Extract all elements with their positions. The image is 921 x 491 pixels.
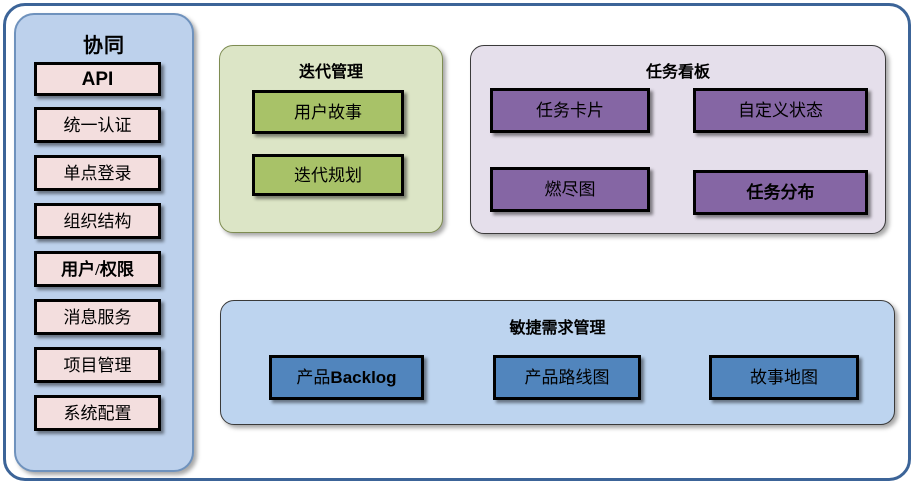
node-iteration-planning-label: 迭代规划	[294, 165, 362, 185]
node-product-roadmap-label: 产品路线图	[524, 368, 610, 387]
panel-collaboration-title: 协同	[83, 35, 125, 57]
node-task-card[interactable]: 任务卡片	[490, 88, 650, 133]
sidebar-item-api[interactable]: API	[34, 62, 161, 96]
node-product-backlog[interactable]: 产品Backlog	[269, 355, 424, 400]
sidebar-item-api-label: API	[81, 68, 114, 90]
panel-agile-requirements-title: 敏捷需求管理	[509, 320, 606, 337]
node-task-distribution-label: 任务分布	[746, 183, 815, 202]
node-product-backlog-label-latin: Backlog	[330, 368, 397, 387]
sidebar-item-org-structure-label: 组织结构	[63, 211, 132, 231]
sidebar-item-user-permission-label: 用户/权限	[61, 259, 134, 279]
node-product-roadmap[interactable]: 产品路线图	[493, 355, 641, 400]
node-product-backlog-label: 产品Backlog	[296, 369, 396, 386]
sidebar-item-unified-auth-label: 统一认证	[63, 115, 132, 135]
node-story-map[interactable]: 故事地图	[709, 355, 859, 400]
sidebar-item-org-structure[interactable]: 组织结构	[34, 203, 161, 239]
panel-iteration-management-title: 迭代管理	[298, 64, 363, 81]
sidebar-item-project-management-label: 项目管理	[63, 355, 132, 375]
node-task-card-label: 任务卡片	[536, 101, 604, 120]
node-iteration-planning[interactable]: 迭代规划	[252, 154, 404, 196]
node-custom-status-label: 自定义状态	[738, 101, 823, 120]
panel-iteration-management[interactable]: 迭代管理	[219, 45, 443, 233]
node-custom-status[interactable]: 自定义状态	[693, 88, 868, 133]
sidebar-item-sso-label: 单点登录	[63, 163, 132, 183]
sidebar-item-message-service[interactable]: 消息服务	[34, 299, 161, 335]
sidebar-item-sso[interactable]: 单点登录	[34, 155, 161, 191]
sidebar-item-system-config[interactable]: 系统配置	[34, 395, 161, 431]
sidebar-item-user-permission[interactable]: 用户/权限	[34, 251, 161, 287]
sidebar-item-message-service-label: 消息服务	[63, 307, 132, 327]
node-task-distribution[interactable]: 任务分布	[693, 170, 868, 215]
sidebar-item-project-management[interactable]: 项目管理	[34, 347, 161, 383]
sidebar-item-unified-auth[interactable]: 统一认证	[34, 107, 161, 143]
node-story-map-label: 故事地图	[750, 368, 818, 387]
node-burndown-chart-label: 燃尽图	[544, 180, 596, 199]
panel-task-board-title: 任务看板	[645, 64, 710, 81]
node-user-story[interactable]: 用户故事	[252, 90, 404, 134]
node-burndown-chart[interactable]: 燃尽图	[490, 167, 650, 212]
node-user-story-label: 用户故事	[294, 102, 362, 122]
sidebar-item-system-config-label: 系统配置	[63, 403, 132, 423]
node-product-backlog-label-cjk: 产品	[296, 368, 331, 387]
